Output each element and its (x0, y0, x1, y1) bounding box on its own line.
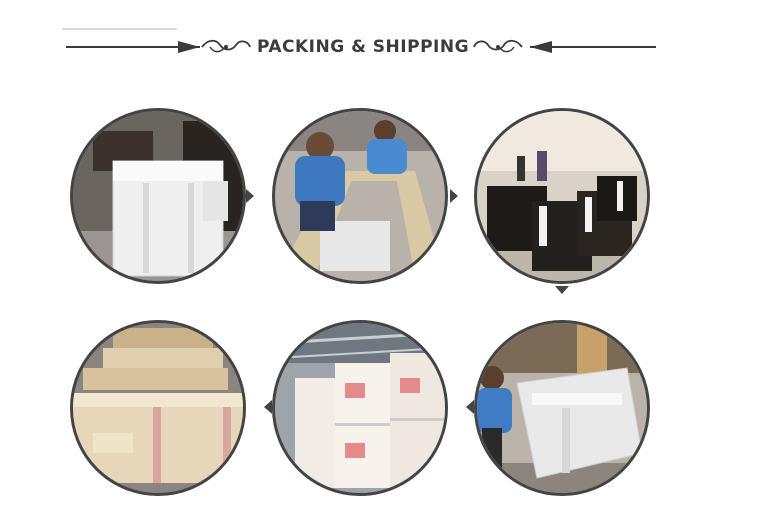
flow-arrow-left-icon (264, 400, 272, 414)
flow-arrow-right-icon (450, 189, 458, 203)
photo-wooden-crates (70, 320, 246, 496)
photo-dark-cabinets (474, 108, 650, 284)
section-header: PACKING & SHIPPING (0, 34, 780, 60)
flow-arrow-down-icon (555, 286, 569, 294)
flow-arrow-left-icon (466, 400, 474, 414)
photo-foam-wrapped-boxes (70, 108, 246, 284)
header-rule-left (66, 46, 200, 48)
header-rule-right (530, 46, 656, 48)
photo-workers-packing (272, 108, 448, 284)
flow-arrow-right-icon (246, 189, 254, 203)
page-title: PACKING & SHIPPING (256, 37, 470, 57)
ornament-swirl-left-icon (201, 39, 251, 53)
photo-plastic-wrapping (474, 320, 650, 496)
header-arrow-left-icon (178, 41, 200, 53)
photo-stacked-cartons (272, 320, 448, 496)
top-divider (62, 28, 177, 30)
ornament-swirl-right-icon (473, 39, 523, 53)
